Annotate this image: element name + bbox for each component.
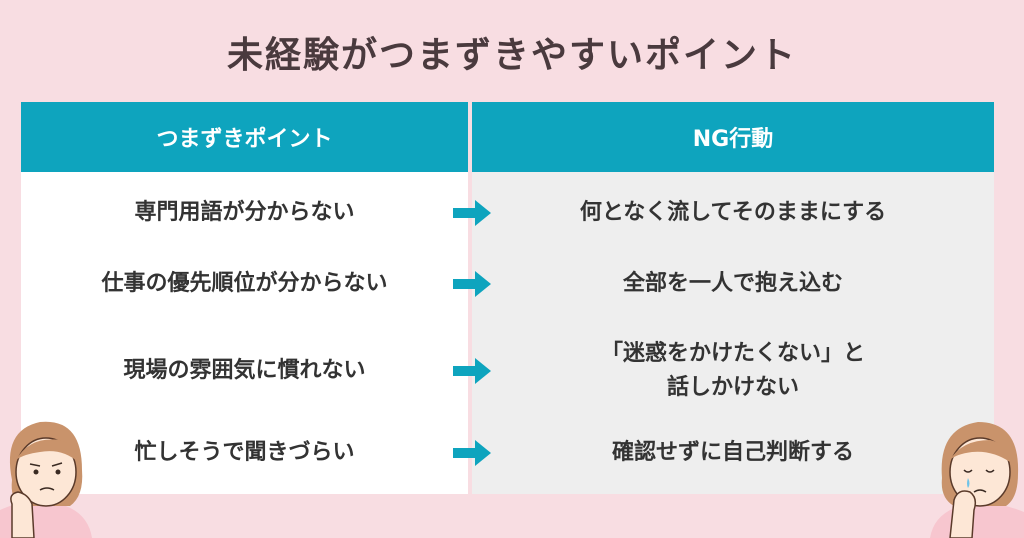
point-cell: 専門用語が分からない — [134, 200, 355, 225]
arrow-right-icon — [453, 200, 491, 226]
arrow-right-icon — [453, 440, 491, 466]
table-row: 忙しそうで聞きづらい 確認せずに自己判断する — [21, 420, 994, 486]
arrow-right-icon — [453, 358, 491, 384]
comparison-table: つまずきポイント NG行動 専門用語が分からない 何となく流してそのままにする … — [21, 102, 994, 494]
table-row: 仕事の優先順位が分からない 全部を一人で抱え込む — [21, 248, 994, 320]
header-ng-actions: NG行動 — [472, 102, 994, 172]
column-points-bg — [21, 172, 468, 494]
header-stumbling-points: つまずきポイント — [21, 102, 468, 172]
crying-woman-right-illustration — [930, 422, 1024, 538]
arrow-right-icon — [453, 271, 491, 297]
ng-cell: 「迷惑をかけたくない」と 話しかけない — [600, 341, 865, 400]
worried-woman-left-illustration — [0, 421, 92, 538]
point-cell: 仕事の優先順位が分からない — [101, 271, 388, 296]
point-cell: 忙しそうで聞きづらい — [134, 440, 355, 465]
page-title: 未経験がつまずきやすいポイント — [226, 35, 797, 76]
table-row: 現場の雰囲気に慣れない 「迷惑をかけたくない」と 話しかけない — [21, 330, 994, 412]
table-row: 専門用語が分からない 何となく流してそのままにする — [21, 178, 994, 248]
point-cell: 現場の雰囲気に慣れない — [123, 358, 366, 383]
column-ng-bg — [472, 172, 994, 494]
ng-cell: 何となく流してそのままにする — [579, 200, 887, 225]
ng-cell: 全部を一人で抱え込む — [622, 271, 843, 296]
ng-cell: 確認せずに自己判断する — [611, 440, 854, 465]
